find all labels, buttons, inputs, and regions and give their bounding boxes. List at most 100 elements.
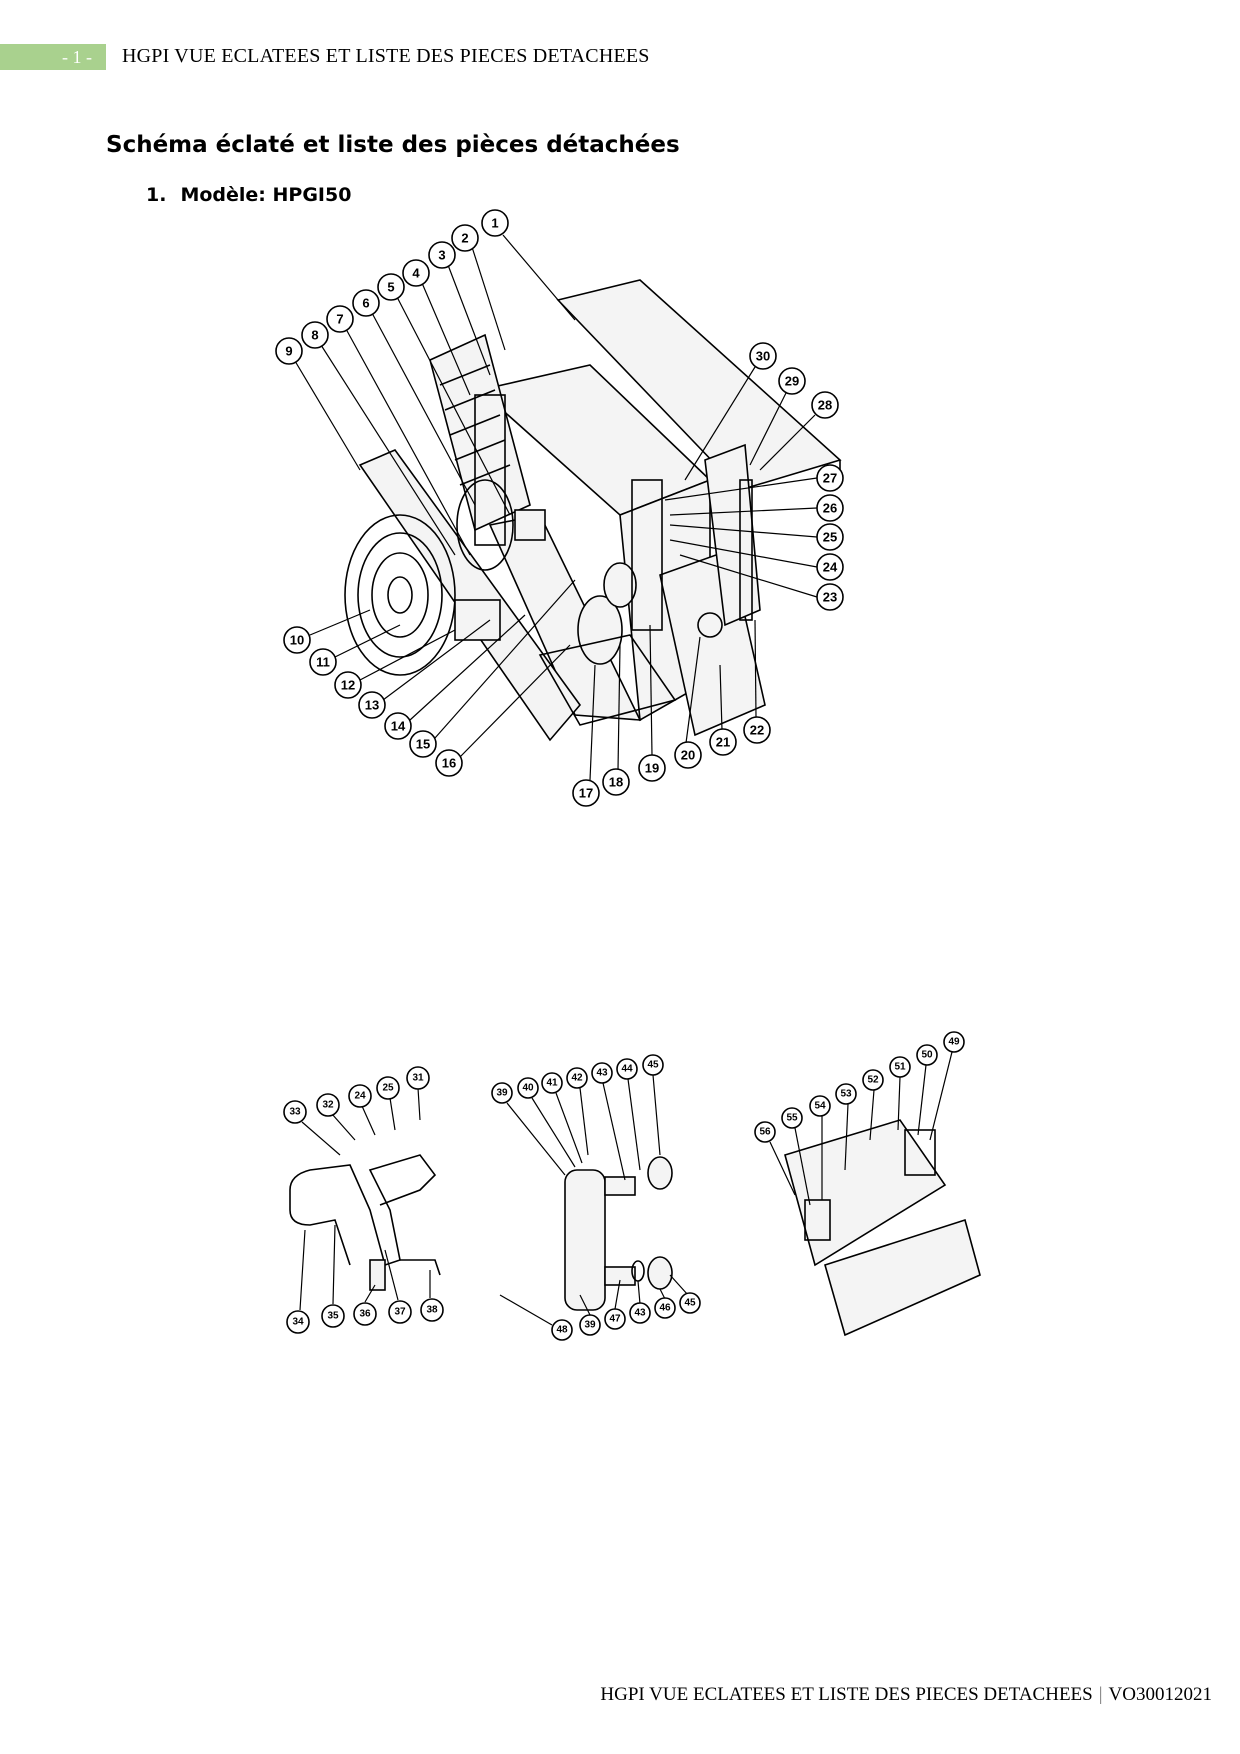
electric-box-shape	[454, 599, 501, 641]
callout-50: 50	[916, 1044, 938, 1136]
svg-text:28: 28	[818, 398, 832, 413]
callout-11: 11	[309, 624, 401, 676]
svg-text:35: 35	[327, 1311, 339, 1322]
callout-19: 19	[638, 624, 666, 782]
callout-27: 27	[664, 464, 844, 501]
svg-text:12: 12	[341, 678, 355, 693]
svg-text:13: 13	[365, 698, 379, 713]
callout-23: 23	[679, 554, 844, 611]
svg-text:20: 20	[681, 748, 695, 763]
callout-44: 44	[616, 1058, 641, 1171]
callout-43b: 43	[629, 1280, 651, 1324]
callout-34: 34	[286, 1229, 310, 1334]
coil-shape	[474, 394, 506, 546]
accumulator-shape	[603, 562, 637, 608]
callout-38: 38	[420, 1270, 444, 1322]
callout-39: 39	[491, 1082, 566, 1176]
svg-text:10: 10	[290, 633, 304, 648]
svg-text:3: 3	[438, 248, 445, 263]
callout-25b: 25	[376, 1076, 400, 1131]
svg-text:19: 19	[645, 761, 659, 776]
svg-text:6: 6	[362, 296, 369, 311]
svg-text:31: 31	[412, 1073, 424, 1084]
callout-33: 33	[283, 1100, 341, 1156]
callout-24: 24	[669, 539, 844, 581]
svg-text:33: 33	[289, 1107, 301, 1118]
svg-text:44: 44	[621, 1064, 633, 1075]
svg-text:24: 24	[823, 560, 838, 575]
svg-text:49: 49	[948, 1037, 960, 1048]
svg-text:18: 18	[609, 775, 623, 790]
callout-45: 45	[642, 1054, 664, 1156]
callout-5: 5	[377, 273, 511, 516]
callout-32: 32	[316, 1093, 356, 1141]
rear-grille-shape	[429, 333, 531, 532]
heat-exchanger-diagram: 39 40 41 42 43 44 45 48 39 47 43 46 45	[490, 1054, 740, 1345]
svg-text:51: 51	[894, 1062, 906, 1073]
svg-text:54: 54	[814, 1101, 826, 1112]
pipe-loop-shape	[289, 1154, 437, 1267]
svg-text:40: 40	[522, 1083, 534, 1094]
svg-text:46: 46	[659, 1303, 671, 1314]
model-number: 1.	[146, 184, 167, 206]
svg-text:36: 36	[359, 1309, 371, 1320]
fan-blade-shape	[456, 479, 514, 571]
svg-text:39: 39	[496, 1088, 508, 1099]
svg-text:17: 17	[579, 786, 593, 801]
footer-separator: |	[1098, 1684, 1103, 1705]
callout-8: 8	[301, 321, 456, 556]
callout-13: 13	[358, 619, 491, 719]
svg-text:42: 42	[571, 1073, 583, 1084]
section-title: Schéma éclaté et liste des pièces détach…	[106, 132, 680, 158]
svg-text:21: 21	[716, 735, 730, 750]
svg-text:4: 4	[412, 266, 420, 281]
callout-46: 46	[654, 1288, 676, 1319]
callout-41: 41	[541, 1072, 583, 1164]
callout-56: 56	[754, 1121, 796, 1196]
callout-48: 48	[499, 1294, 573, 1341]
motor-shape	[514, 509, 546, 541]
svg-text:34: 34	[292, 1317, 304, 1328]
header-title: HGPI VUE ECLATEES ET LISTE DES PIECES DE…	[122, 45, 650, 67]
top-nut-shape	[647, 1156, 673, 1190]
svg-text:29: 29	[785, 374, 799, 389]
callout-16: 16	[435, 644, 571, 777]
bottom-nut-shape	[647, 1256, 673, 1290]
callout-55: 55	[781, 1107, 811, 1206]
svg-text:22: 22	[750, 723, 764, 738]
svg-text:38: 38	[426, 1305, 438, 1316]
callout-51: 51	[889, 1056, 911, 1131]
callout-6: 6	[352, 289, 476, 506]
callout-37: 37	[384, 1249, 412, 1324]
exchanger-body-shape	[564, 1169, 606, 1311]
svg-text:23: 23	[823, 590, 837, 605]
callout-42: 42	[566, 1067, 589, 1156]
svg-text:8: 8	[311, 328, 318, 343]
right-frame-shape	[704, 443, 761, 627]
model-heading: 1.Modèle: HPGI50	[146, 184, 351, 206]
callout-36: 36	[353, 1284, 377, 1326]
svg-text:26: 26	[823, 501, 837, 516]
callout-21: 21	[709, 664, 737, 756]
front-housing-shape	[358, 449, 582, 742]
callout-53: 53	[835, 1083, 857, 1171]
page-number-badge: - 1 -	[0, 44, 106, 70]
svg-text:11: 11	[316, 655, 330, 670]
callout-40: 40	[517, 1077, 576, 1168]
svg-text:25: 25	[382, 1083, 394, 1094]
svg-text:1: 1	[491, 216, 498, 231]
svg-text:45: 45	[684, 1298, 696, 1309]
svg-text:30: 30	[756, 349, 770, 364]
callout-7: 7	[326, 305, 471, 556]
condenser-coil-shape	[631, 479, 663, 631]
cover-plate-shape	[824, 1218, 981, 1337]
footer-title: HGPI VUE ECLATEES ET LISTE DES PIECES DE…	[600, 1684, 1093, 1705]
callout-20: 20	[674, 636, 702, 769]
svg-text:39: 39	[584, 1320, 596, 1331]
main-exploded-diagram: 1 2 3 4 5 6 7 8 9 10 11 12 13 14 15 16 1…	[275, 209, 980, 915]
callout-10: 10	[283, 609, 371, 654]
callout-1: 1	[481, 209, 576, 321]
svg-text:32: 32	[322, 1100, 334, 1111]
footer: HGPI VUE ECLATEES ET LISTE DES PIECES DE…	[600, 1684, 1212, 1706]
callout-49: 49	[929, 1031, 965, 1141]
